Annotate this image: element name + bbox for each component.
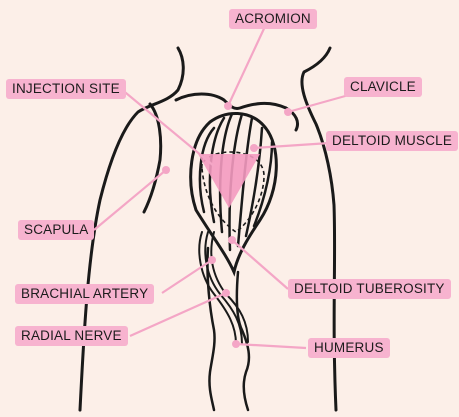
label-humerus: HUMERUS (308, 338, 390, 358)
label-injection-site: INJECTION SITE (6, 79, 126, 99)
label-deltoid-muscle: DELTOID MUSCLE (326, 131, 458, 151)
leader-deltoid-tuberosity (232, 240, 288, 289)
label-brachial-artery: BRACHIAL ARTERY (15, 284, 154, 304)
injection-site-triangle (198, 154, 260, 208)
label-radial-nerve: RADIAL NERVE (15, 326, 128, 346)
leader-acromion (228, 20, 268, 106)
humerus-shape (199, 232, 249, 410)
label-acromion: ACROMION (229, 9, 317, 29)
label-scapula: SCAPULA (18, 220, 94, 240)
label-deltoid-tuberosity: DELTOID TUBEROSITY (288, 279, 451, 299)
label-clavicle: CLAVICLE (344, 77, 422, 97)
